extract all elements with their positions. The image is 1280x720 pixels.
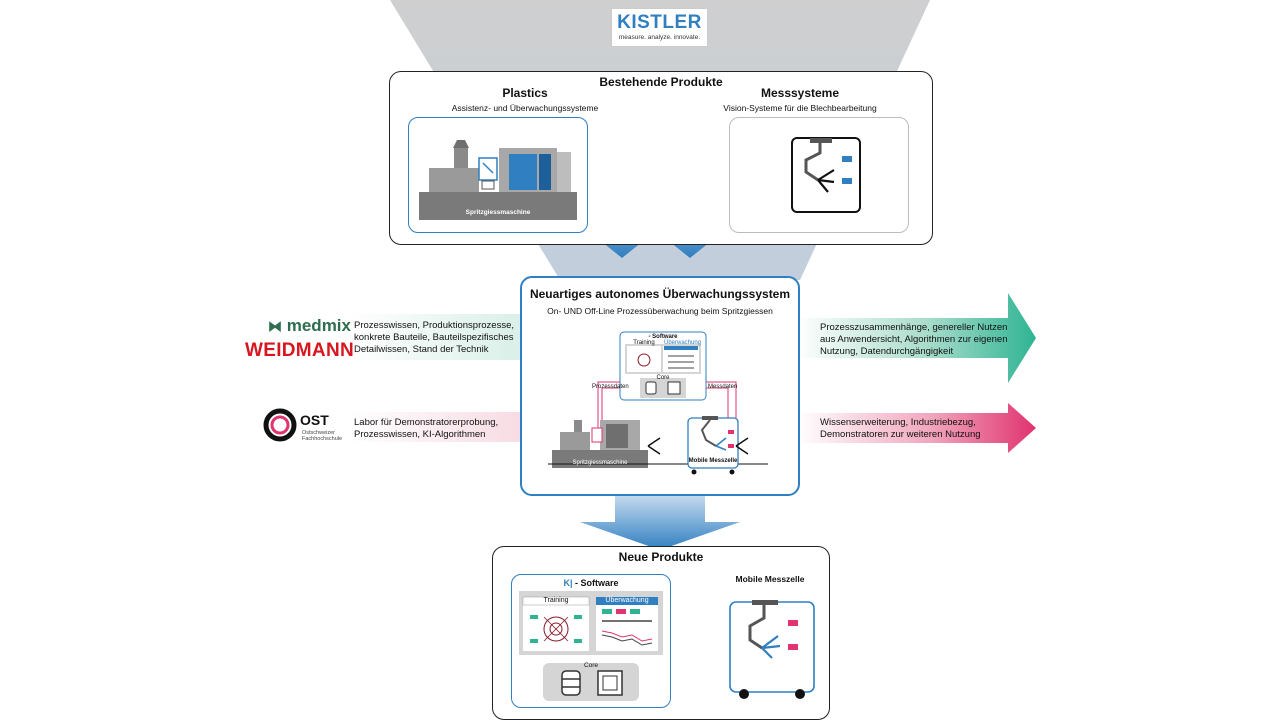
center-ueberwachung-label: Überwachung (664, 340, 702, 346)
medmix-logo: ⧓ medmix (268, 316, 351, 336)
ki-software-heading: K| - Software (512, 578, 670, 588)
center-machine-label: Spritzgiessmaschine (572, 460, 628, 466)
kistler-wordmark: KISTLER (617, 12, 702, 33)
center-core-label: Core (656, 375, 670, 381)
ost-ring-icon (263, 408, 297, 442)
plastics-subtitle: Assistenz- und Überwachungssysteme (451, 103, 599, 113)
ost-input-text: Labor für Demonstratorerprobung, Prozess… (354, 417, 499, 440)
prozessdaten-label: Prozessdaten (592, 384, 629, 390)
ki-glyph-icon: K| (563, 578, 573, 588)
existing-products-title: Bestehende Produkte (599, 75, 723, 89)
plastics-title: Plastics (502, 86, 548, 100)
center-subtitle: On- UND Off-Line Prozessüberwachung beim… (547, 306, 773, 316)
green-output-text: Prozesszusammenhänge, genereller Nutzen … (820, 322, 1008, 357)
ost-logo: OST Ostschweizer Fachhochschule (262, 406, 350, 448)
input-band-ost (350, 412, 522, 442)
weidmann-logo: WEIDMANN (245, 340, 354, 361)
mobile-messzelle-icon (729, 600, 815, 699)
medmix-mark-icon: ⧓ (268, 318, 282, 334)
new-mobile-label: Mobile Messzelle (735, 574, 805, 584)
center-system-box: Neuartiges autonomes Überwachungssystem … (520, 276, 800, 496)
kistler-tagline: measure. analyze. innovate. (618, 34, 701, 41)
ki-software-label: - Software (575, 578, 619, 588)
output-arrow-green (796, 293, 1036, 383)
center-software-label: - Software (648, 334, 678, 340)
center-training-label: Training (633, 340, 655, 346)
messsysteme-title: Messsysteme (760, 86, 840, 100)
output-arrow-pink (796, 403, 1036, 453)
plastics-machine-label: Spritzgiessmaschine (465, 209, 531, 216)
robot-cell-icon (791, 137, 861, 213)
medmix-wordmark: medmix (286, 316, 351, 335)
ost-wordmark: OST (300, 412, 329, 428)
new-ueberwachung-label: Überwachung (605, 597, 649, 604)
new-core-label: Core (583, 662, 599, 669)
down-arrow-bottom (580, 490, 740, 550)
plastics-machine-panel: Spritzgiessmaschine (408, 117, 588, 233)
center-diagram (548, 331, 768, 475)
ost-subtitle: Ostschweizer Fachhochschule (302, 430, 343, 442)
messsysteme-subtitle: Vision-Systeme für die Blechbearbeitung (723, 103, 877, 113)
new-products-title: Neue Produkte (618, 550, 704, 564)
pink-output-text: Wissenserweiterung, Industriebezug, Demo… (820, 417, 981, 440)
ki-software-illustration (519, 591, 663, 701)
center-title: Neuartiges autonomes Überwachungssystem (529, 287, 791, 301)
vision-system-panel (729, 117, 909, 233)
new-training-label: Training (543, 597, 569, 604)
messdaten-label: Messdaten (708, 384, 738, 390)
kistler-logo: KISTLER measure. analyze. innovate. (611, 8, 708, 47)
input-band-medmix (350, 314, 522, 360)
center-mobile-label: Mobile Messzelle (688, 458, 738, 464)
injection-molding-machine-icon (419, 140, 577, 220)
medmix-input-text: Prozesswissen, Produktionsprozesse, konk… (354, 320, 514, 355)
ki-software-panel: K| - Software Training Überwachung Core (511, 574, 671, 708)
